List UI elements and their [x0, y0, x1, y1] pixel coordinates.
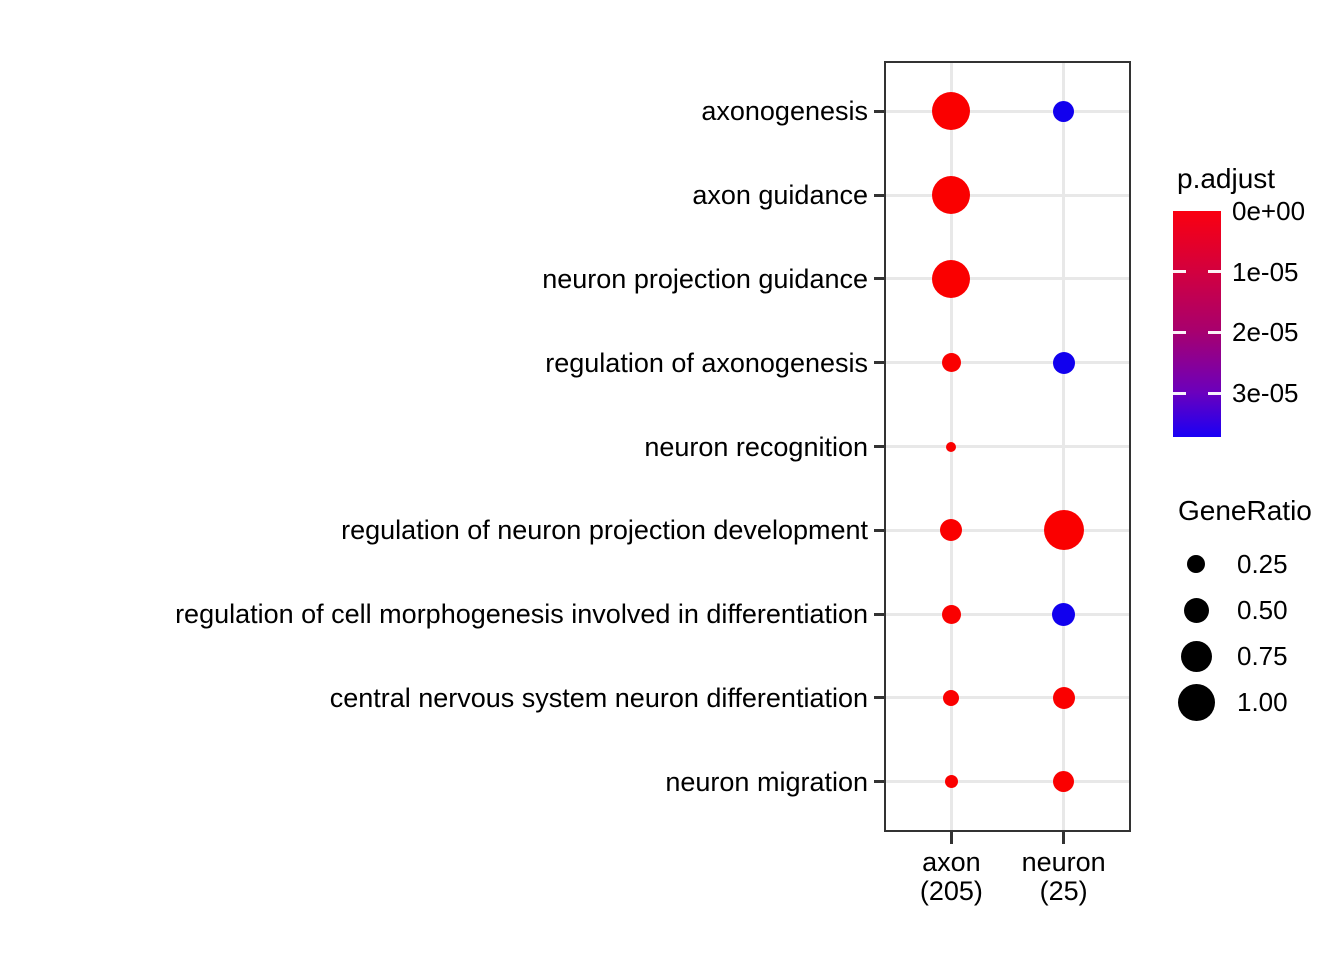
y-axis-label: axonogenesis — [701, 96, 868, 127]
data-point — [1052, 602, 1076, 626]
y-axis-label: neuron recognition — [644, 431, 868, 462]
y-gridline — [886, 109, 1129, 113]
generatio-key-dot — [1187, 555, 1205, 573]
y-axis-label: regulation of axonogenesis — [545, 347, 868, 378]
padjust-legend-title: p.adjust — [1177, 163, 1276, 194]
data-point — [1053, 771, 1075, 793]
y-axis-label: regulation of neuron projection developm… — [341, 515, 868, 546]
plot-panel — [884, 61, 1131, 832]
generatio-legend-title: GeneRatio — [1178, 495, 1312, 526]
padjust-tick-label: 2e-05 — [1232, 317, 1299, 348]
x-axis-label: axon(205) — [851, 848, 1051, 906]
padjust-tick-label: 1e-05 — [1232, 256, 1299, 287]
x-axis-count-label: (205) — [919, 876, 983, 906]
y-gridline — [886, 528, 1129, 532]
y-axis-tick — [874, 696, 884, 700]
y-gridline — [886, 277, 1129, 281]
y-axis-label: neuron migration — [665, 766, 868, 797]
y-axis-label: axon guidance — [692, 180, 868, 211]
y-axis-tick — [874, 109, 884, 113]
padjust-tick-label: 3e-05 — [1232, 378, 1299, 409]
y-axis-tick — [874, 361, 884, 365]
y-axis-tick — [874, 445, 884, 448]
data-point — [932, 176, 971, 215]
data-point — [943, 689, 960, 706]
y-axis-tick — [874, 528, 884, 532]
padjust-tick-label: 0e+00 — [1232, 196, 1306, 226]
generatio-key-label: 1.00 — [1237, 687, 1288, 717]
x-axis-count-label: (25) — [1039, 876, 1088, 906]
data-point — [944, 775, 958, 789]
padjust-bar-tick — [1208, 270, 1221, 274]
generatio-key-label: 0.25 — [1237, 549, 1288, 579]
generatio-key-dot — [1177, 683, 1215, 721]
y-gridline — [886, 445, 1129, 448]
y-axis-label: regulation of cell morphogenesis involve… — [175, 599, 868, 630]
x-axis-tick — [949, 832, 953, 844]
y-axis-tick — [874, 193, 884, 197]
x-axis-label: neuron(25) — [964, 848, 1164, 906]
data-point — [1052, 351, 1075, 374]
padjust-bar-tick — [1173, 330, 1186, 334]
data-point — [1043, 510, 1084, 551]
y-axis-tick — [874, 780, 884, 784]
padjust-bar-tick — [1208, 391, 1221, 395]
y-gridline — [886, 361, 1129, 365]
padjust-bar-tick — [1173, 391, 1186, 395]
data-point — [932, 92, 971, 131]
data-point — [1052, 686, 1075, 709]
padjust-bar-tick — [1208, 330, 1221, 334]
y-gridline — [886, 193, 1129, 197]
generatio-key-label: 0.50 — [1237, 595, 1288, 625]
y-axis-tick — [874, 277, 884, 281]
y-gridline — [886, 696, 1129, 700]
generatio-key-label: 0.75 — [1237, 641, 1288, 671]
y-axis-label: central nervous system neuron differenti… — [329, 682, 868, 713]
data-point — [1053, 100, 1075, 122]
y-gridline — [886, 780, 1129, 784]
y-gridline — [886, 612, 1129, 616]
data-point — [941, 353, 961, 373]
x-axis-tick — [1062, 832, 1066, 844]
data-point — [946, 441, 957, 452]
data-point — [940, 519, 963, 542]
data-point — [932, 259, 971, 298]
y-axis-label: neuron projection guidance — [542, 263, 868, 294]
generatio-key-dot — [1180, 640, 1212, 672]
generatio-key-dot — [1183, 597, 1209, 623]
y-axis-tick — [874, 612, 884, 616]
padjust-gradient-bar — [1173, 211, 1221, 437]
padjust-bar-tick — [1173, 270, 1186, 274]
data-point — [941, 604, 961, 624]
